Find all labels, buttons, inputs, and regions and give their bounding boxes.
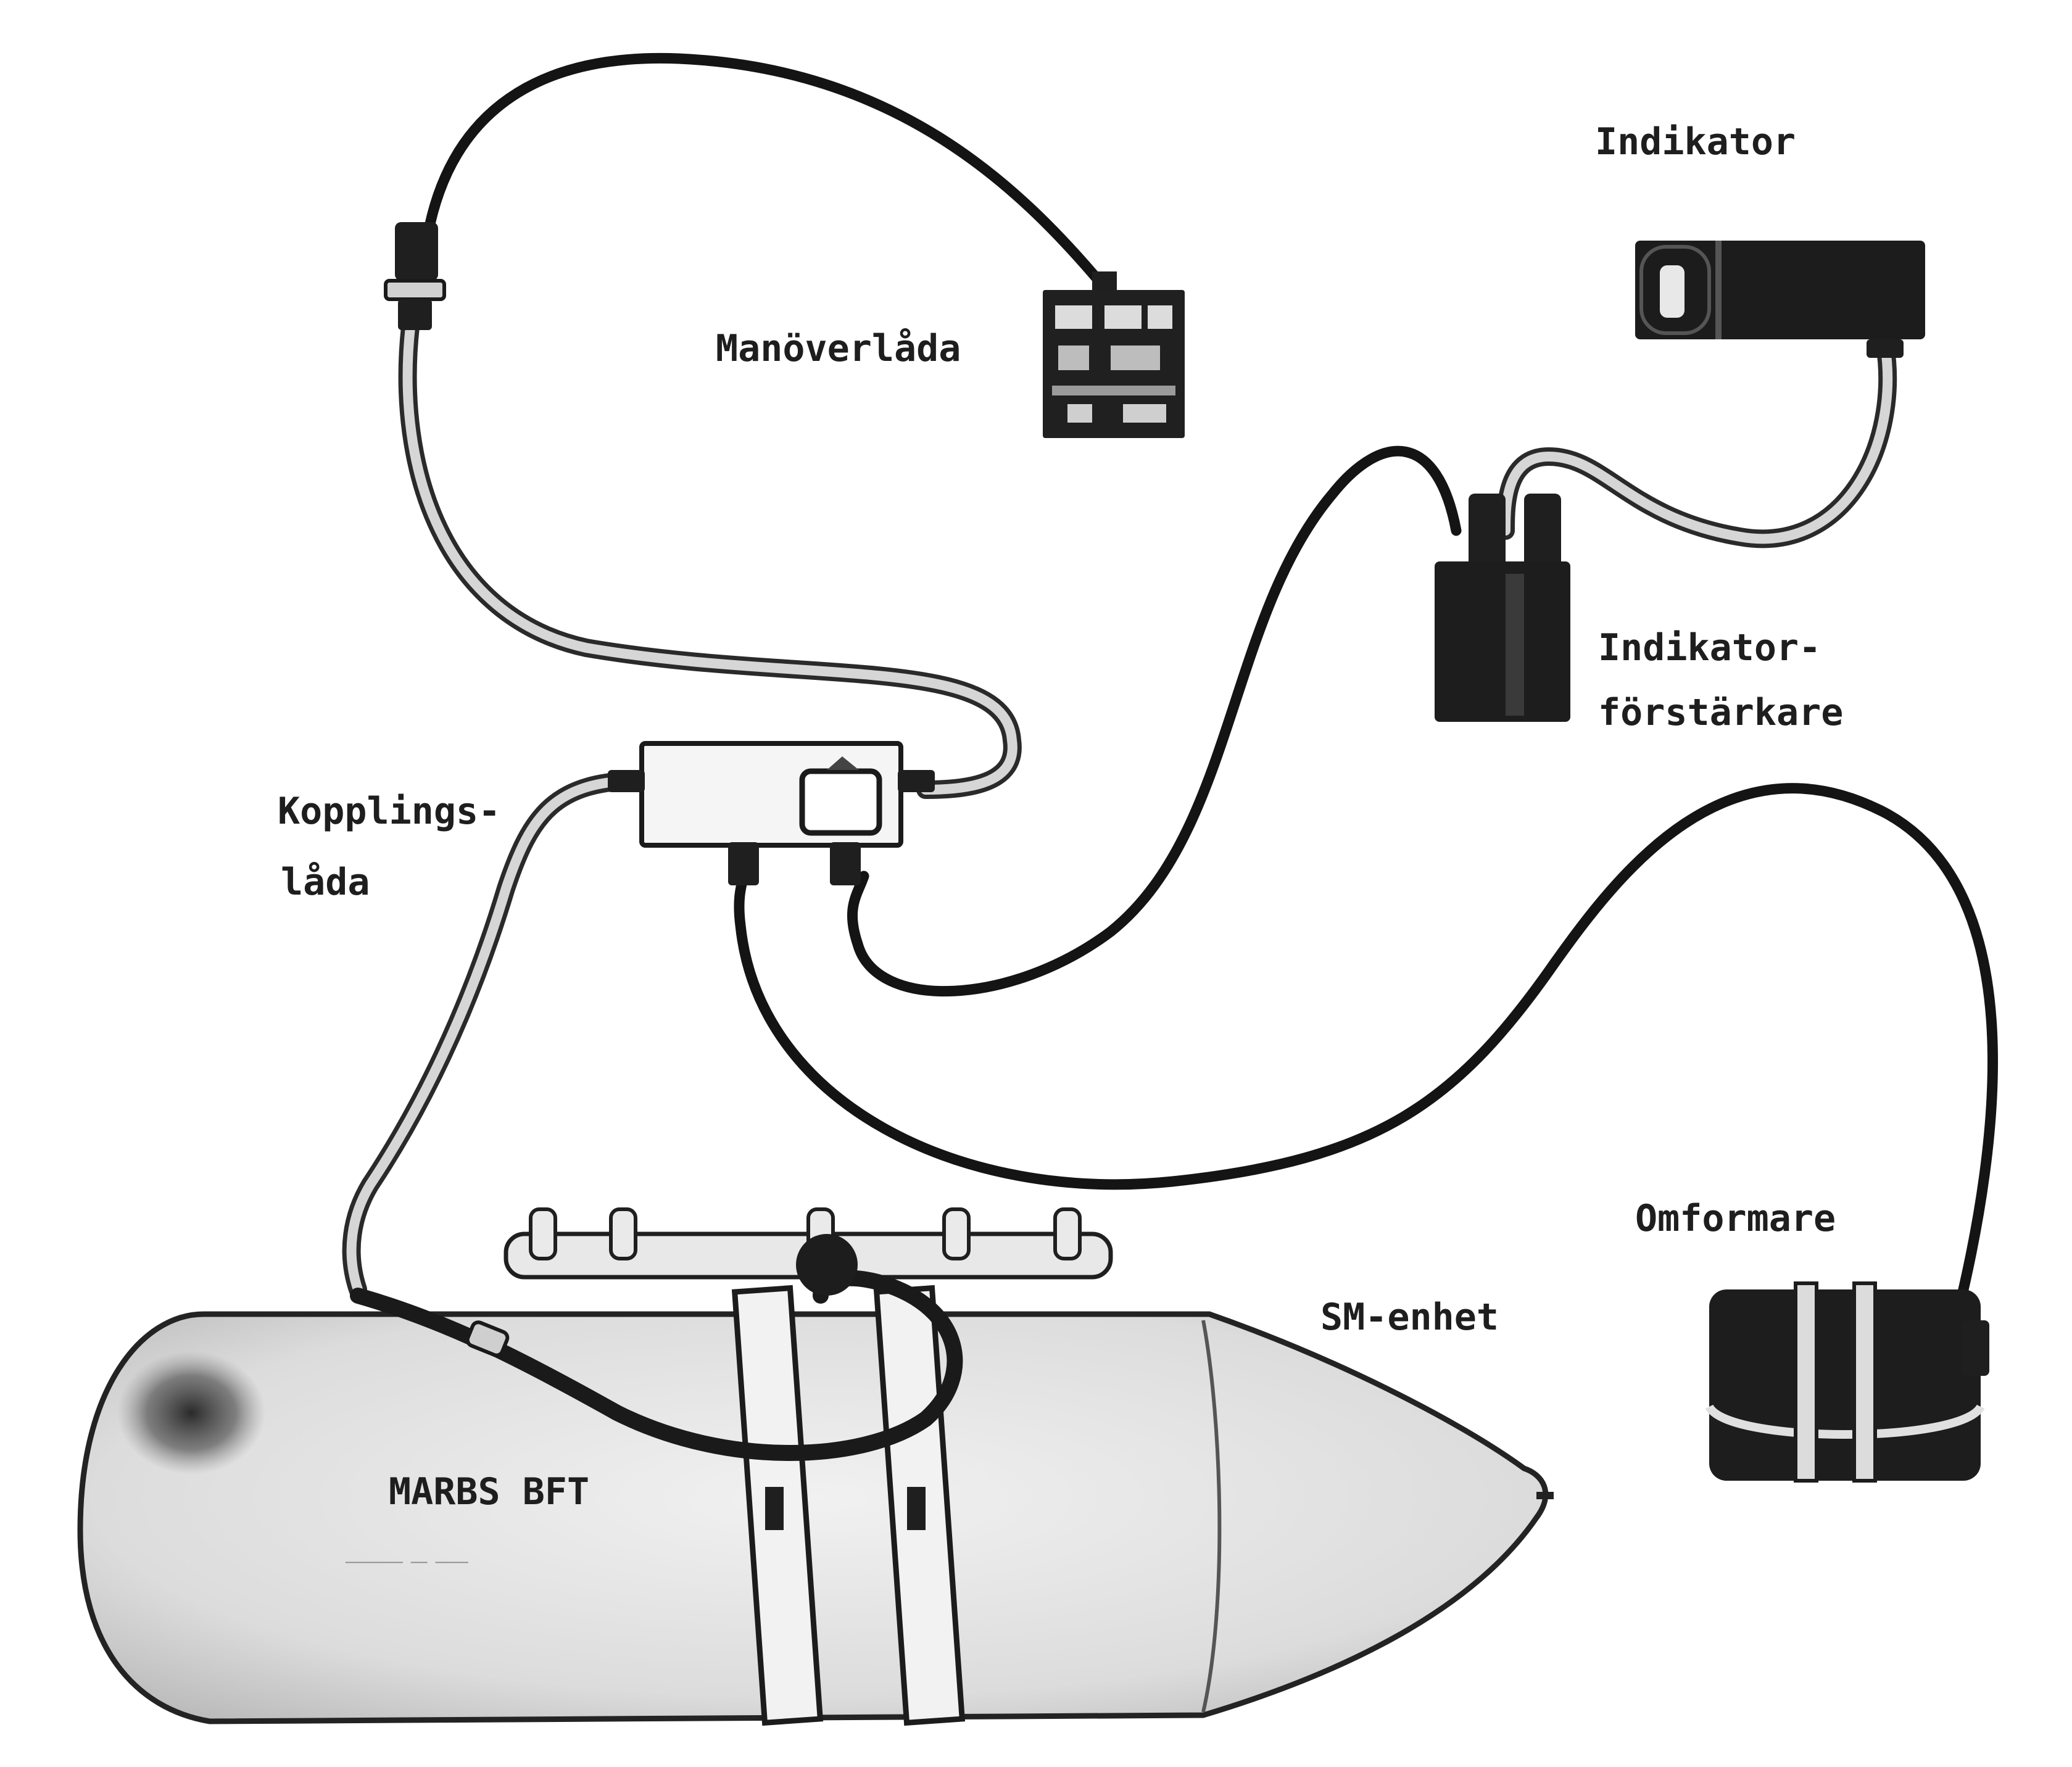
tank-marking: MARBS BFT [389,1470,589,1513]
label-omformare: Omformare [1635,1197,1836,1240]
label-indikator: Indikator [1595,120,1796,163]
label-kopplingslada-1: Kopplings- [278,790,500,833]
cable-indikator [1496,336,1897,548]
omformare-case [1705,1281,1989,1483]
label-manoverlada: Manöverlåda [716,327,961,370]
label-kopplingslada-2: låda [281,861,370,904]
cable-omformare [734,783,1998,1314]
cable-indikatorforstarkare [847,445,1462,997]
cable-manoverlada [398,52,1107,799]
sm-enhet-pod: MARBS BFT ─────── ── ──── [77,1207,1554,1726]
label-sm-enhet: SM-enhet [1320,1296,1499,1339]
label-indikatorforstarkare-2: förstärkare [1598,691,1843,734]
indikatorforstarkare-box [1435,494,1570,722]
kopplingslada-box [608,741,935,885]
label-indikatorforstarkare-1: Indikator- [1598,626,1821,669]
manoverlada-box [1043,271,1185,438]
cable-sm-enhet [342,771,651,1299]
cable-plug [384,222,446,330]
indikator-device [1635,241,1925,358]
tank-small-print: ─────── ── ──── [345,1555,468,1571]
